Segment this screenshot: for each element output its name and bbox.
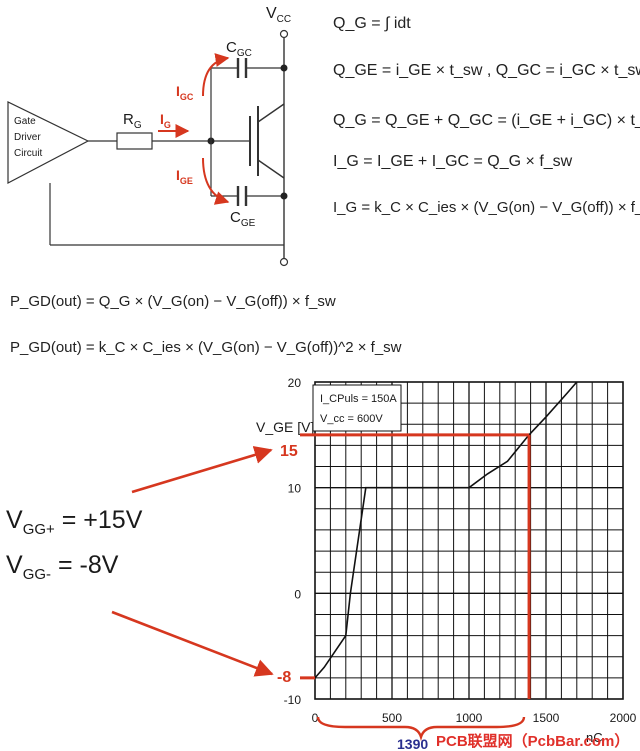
ig-label: IG [160,111,171,130]
equation-5: I_G = k_C × C_ies × (V_G(on) − V_G(off))… [333,199,640,216]
x-tick-label: 2000 [610,711,637,725]
driver-label-line3: Circuit [14,148,43,159]
equation-1: Q_G = ∫ idt [333,15,411,32]
vgg-plus-arrow [131,446,273,494]
igc-label: IGC [176,83,194,102]
y-tick-label: 0 [294,587,301,601]
charge-1390-label: 1390 [397,736,428,751]
igc-arrow [202,53,230,97]
vge-minus8-label: -8 [277,669,291,686]
cgc-label: CGC [226,39,252,59]
x-tick-label: 0 [312,711,319,725]
power-equation-1: P_GD(out) = Q_G × (V_G(on) − V_G(off)) ×… [10,293,336,310]
x-axis-unit-label: nC [586,730,603,745]
gate-resistor [116,132,153,150]
conditions-box [312,384,402,432]
vgg-minus-label: VGG- = -8V [6,551,119,583]
gate-drive-circuit: Gate Driver Circuit RG IG CGC CGE IGC IG… [7,5,291,267]
equation-4: I_G = I_GE + I_GC = Q_G × f_sw [333,153,573,170]
rg-label: RG [123,111,142,131]
grid-horizontal [315,402,623,679]
vgg-plus-label: VGG+ = +15V [6,506,143,538]
condition-icpuls: I_CPuls = 150A [320,393,397,405]
power-equation-2: P_GD(out) = k_C × C_ies × (V_G(on) − V_G… [10,339,402,356]
ige-arrow [202,157,230,205]
vge-15-label: 15 [280,443,298,460]
charge-brace [316,716,526,742]
watermark: PCB联盟网（PcbBar.com） [436,732,629,750]
y-tick-label: 10 [288,482,302,496]
cge-label: CGE [230,209,256,229]
collector-node [280,64,288,72]
y-axis-label: V_GE [V] [256,419,314,435]
condition-vcc: V_cc = 600V [320,413,383,425]
y-tick-label: 20 [288,376,302,390]
ige-label: IGE [176,167,193,186]
x-tick-label: 1500 [533,711,560,725]
driver-label-line1: Gate [14,116,36,127]
x-tick-label: 500 [382,711,402,725]
axis-ticks: 0 500 1000 1500 2000 -10 0 10 20 [284,376,637,725]
vcc-terminal [279,29,289,39]
gate-driver-triangle [7,101,90,184]
vcc-label: VCC [266,5,291,25]
emitter-node [280,192,288,200]
x-tick-label: 1000 [456,711,483,725]
vge-vs-charge-curve [314,381,578,679]
equations-block: Q_G = ∫ idt Q_GE = i_GE × t_sw , Q_GC = … [10,15,640,356]
vgg-minus-arrow [111,610,274,677]
y-tick-label: -10 [284,693,302,707]
equation-3: Q_G = Q_GE + Q_GC = (i_GE + i_GC) × t_sw [333,112,640,129]
driver-label-line2: Driver [14,132,41,143]
emitter-terminal [279,257,289,267]
equation-2: Q_GE = i_GE × t_sw , Q_GC = i_GC × t_sw [333,62,640,79]
